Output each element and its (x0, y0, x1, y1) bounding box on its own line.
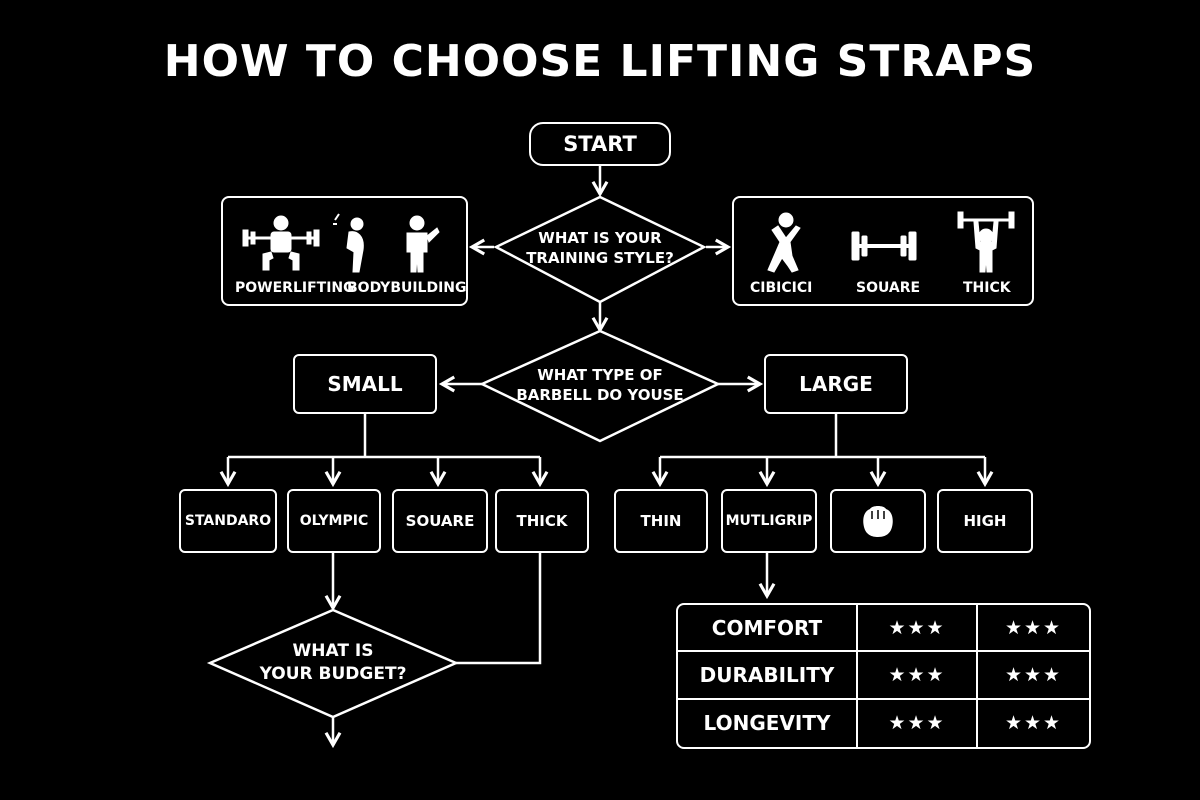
question-training-style: WHAT IS YOUR TRAINING STYLE? (520, 222, 680, 274)
training-style-right-box: CIBICICI SOUARE THICK (732, 196, 1034, 306)
training-style-left-box: POWERLIFTING BODYBUILDING (221, 196, 468, 306)
size-small-node: SMALL (293, 354, 437, 414)
question-line: TRAINING STYLE? (526, 249, 674, 267)
posing-bodybuilder-icon (333, 213, 364, 273)
rating-stars: ★★★ (978, 605, 1089, 653)
strap-pad-icon (863, 506, 893, 537)
rating-label: DURABILITY (678, 652, 858, 700)
question-line: WHAT IS (292, 641, 374, 662)
dynamic-athlete-icon (767, 212, 801, 273)
squat-lifter-icon (242, 215, 320, 271)
diamond-training-style (493, 195, 707, 304)
rating-label: LONGEVITY (678, 699, 858, 747)
large-option-mutligrip: MUTLIGRIP (721, 489, 817, 553)
small-option-standaro: STANDARO (179, 489, 277, 553)
rating-stars: ★★★ (858, 605, 978, 653)
rating-label: COMFORT (678, 605, 858, 653)
rating-stars: ★★★ (858, 699, 978, 747)
start-node: START (529, 122, 671, 166)
large-option-high: HIGH (937, 489, 1033, 553)
question-line: WHAT TYPE OF (537, 365, 663, 384)
ratings-table: COMFORT ★★★ ★★★ DURABILITY ★★★ ★★★ LONGE… (676, 603, 1091, 749)
style-label-bodybuilding: BODYBUILDING (347, 280, 467, 296)
large-option-thin: THIN (614, 489, 708, 553)
size-large-node: LARGE (764, 354, 908, 414)
small-option-souare: SOUARE (392, 489, 488, 553)
rating-stars: ★★★ (858, 652, 978, 700)
question-line: YOUR BUDGET? (259, 664, 407, 684)
icons-left (242, 213, 440, 273)
style-label-souare: SOUARE (856, 280, 921, 296)
question-line: WHAT IS YOUR (538, 228, 662, 247)
small-option-olympic: OLYMPIC (287, 489, 381, 553)
page-title: HOW TO CHOOSE LIFTING STRAPS (163, 36, 1037, 87)
barbell-icon (851, 231, 917, 261)
style-label-powerlifting: POWERLIFTING (235, 280, 355, 296)
flexing-figure-icon (406, 215, 440, 273)
question-barbell-type: WHAT TYPE OF BARBELL DO YOUSE (506, 358, 694, 412)
question-line: BARBELL DO YOUSE (516, 386, 684, 404)
overhead-press-icon (957, 211, 1015, 273)
rating-stars: ★★★ (978, 652, 1089, 700)
rating-stars: ★★★ (1004, 712, 1063, 735)
small-option-thick: THICK (495, 489, 589, 553)
line-thick-to-budget (456, 553, 542, 665)
diamond-barbell-type (479, 329, 721, 443)
style-label-cibicici: CIBICICI (750, 280, 813, 296)
diamond-budget (206, 608, 460, 719)
icons-right (767, 211, 1015, 273)
large-option-pad (830, 489, 926, 553)
style-label-thick: THICK (963, 280, 1011, 296)
